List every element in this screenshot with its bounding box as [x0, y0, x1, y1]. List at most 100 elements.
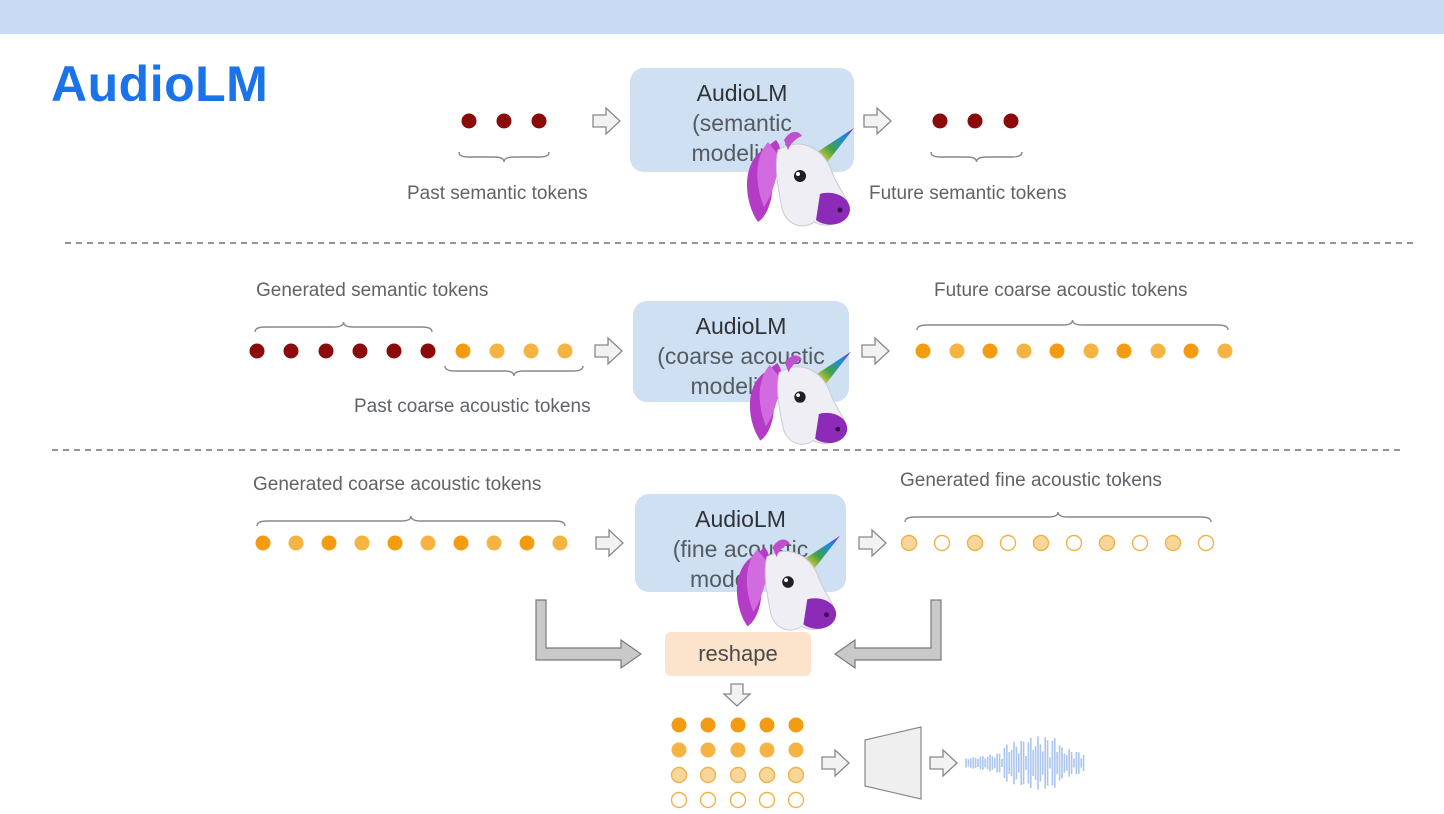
coarse-token: [519, 535, 535, 551]
semantic-token: [283, 343, 299, 359]
reshape-box: reshape: [665, 632, 811, 676]
brace: [904, 511, 1212, 523]
fine-token: [787, 791, 805, 809]
coarse-token: [759, 717, 775, 733]
coarse-token: [700, 742, 716, 758]
semantic-model-line2: (semantic: [692, 110, 792, 136]
coarse-token: [671, 717, 687, 733]
tokens: [249, 113, 1233, 809]
fine-token: [758, 766, 776, 784]
semantic-token: [249, 343, 265, 359]
fine-token: [999, 534, 1017, 552]
block-arrow-right: [929, 748, 958, 778]
unicorn-face-icon: [728, 530, 848, 636]
fine-token: [670, 791, 688, 809]
fine-token: [699, 766, 717, 784]
coarse-token: [1217, 343, 1233, 359]
waveform-icon: [965, 736, 1085, 790]
unicorn-face-icon: [740, 122, 860, 232]
coarse-token: [255, 535, 271, 551]
coarse-token: [387, 535, 403, 551]
coarse-token: [523, 343, 539, 359]
semantic-token: [531, 113, 547, 129]
coarse-token: [354, 535, 370, 551]
braces: [254, 151, 1229, 527]
block-arrow-right: [858, 528, 887, 558]
fine-token: [729, 766, 747, 784]
coarse-token: [915, 343, 931, 359]
coarse-token: [671, 742, 687, 758]
arrows: [535, 106, 958, 778]
coarse-token: [1183, 343, 1199, 359]
semantic-token: [932, 113, 948, 129]
block-arrow-right: [863, 106, 892, 136]
fine-token: [1098, 534, 1116, 552]
past-coarse-label: Past coarse acoustic tokens: [354, 396, 591, 417]
past-semantic-label: Past semantic tokens: [407, 183, 588, 204]
fine-token: [933, 534, 951, 552]
coarse-token: [489, 343, 505, 359]
future-semantic-label: Future semantic tokens: [869, 183, 1067, 204]
coarse-token: [1116, 343, 1132, 359]
coarse-token: [949, 343, 965, 359]
brace: [444, 365, 584, 377]
fine-token: [1065, 534, 1083, 552]
block-arrow-right: [821, 748, 850, 778]
generated-semantic-label: Generated semantic tokens: [256, 280, 489, 301]
brace: [256, 515, 566, 527]
block-arrow-down: [722, 683, 752, 707]
coarse-token: [982, 343, 998, 359]
semantic-token: [1003, 113, 1019, 129]
brace: [254, 321, 433, 333]
generated-fine-label: Generated fine acoustic tokens: [900, 470, 1162, 491]
semantic-token: [318, 343, 334, 359]
semantic-model-name: AudioLM: [696, 80, 788, 106]
coarse-model-name: AudioLM: [695, 313, 787, 339]
fine-token: [966, 534, 984, 552]
coarse-model-box: AudioLM (coarse acoustic modeling): [633, 301, 849, 402]
coarse-token: [1150, 343, 1166, 359]
coarse-token: [552, 535, 568, 551]
fine-model-name: AudioLM: [695, 506, 786, 532]
coarse-token: [420, 535, 436, 551]
bent-arrow-left: [535, 599, 643, 670]
coarse-token: [321, 535, 337, 551]
fine-token: [699, 791, 717, 809]
semantic-token: [496, 113, 512, 129]
coarse-token: [455, 343, 471, 359]
brace: [930, 151, 1023, 163]
coarse-token: [1016, 343, 1032, 359]
brace: [458, 151, 550, 163]
block-arrow-right: [594, 336, 623, 366]
fine-token: [670, 766, 688, 784]
generated-coarse-label: Generated coarse acoustic tokens: [253, 474, 542, 495]
fine-token: [729, 791, 747, 809]
coarse-token: [759, 742, 775, 758]
fine-token: [900, 534, 918, 552]
fine-token: [787, 766, 805, 784]
unicorn-face-icon: [740, 346, 860, 450]
semantic-token: [967, 113, 983, 129]
fine-token: [1131, 534, 1149, 552]
coarse-token: [730, 742, 746, 758]
coarse-token: [486, 535, 502, 551]
block-arrow-right: [595, 528, 624, 558]
coarse-token: [788, 742, 804, 758]
fine-token: [1164, 534, 1182, 552]
coarse-token: [453, 535, 469, 551]
bent-arrow-right: [833, 599, 942, 670]
block-arrow-right: [861, 336, 890, 366]
semantic-token: [461, 113, 477, 129]
semantic-token: [352, 343, 368, 359]
decoder-icon: [864, 726, 922, 800]
top-bar: [0, 0, 1444, 34]
brace: [916, 319, 1229, 331]
fine-token: [1032, 534, 1050, 552]
block-arrow-right: [592, 106, 621, 136]
fine-token: [1197, 534, 1215, 552]
coarse-token: [1083, 343, 1099, 359]
coarse-token: [1049, 343, 1065, 359]
separator-lines: [52, 242, 1414, 451]
fine-token: [758, 791, 776, 809]
